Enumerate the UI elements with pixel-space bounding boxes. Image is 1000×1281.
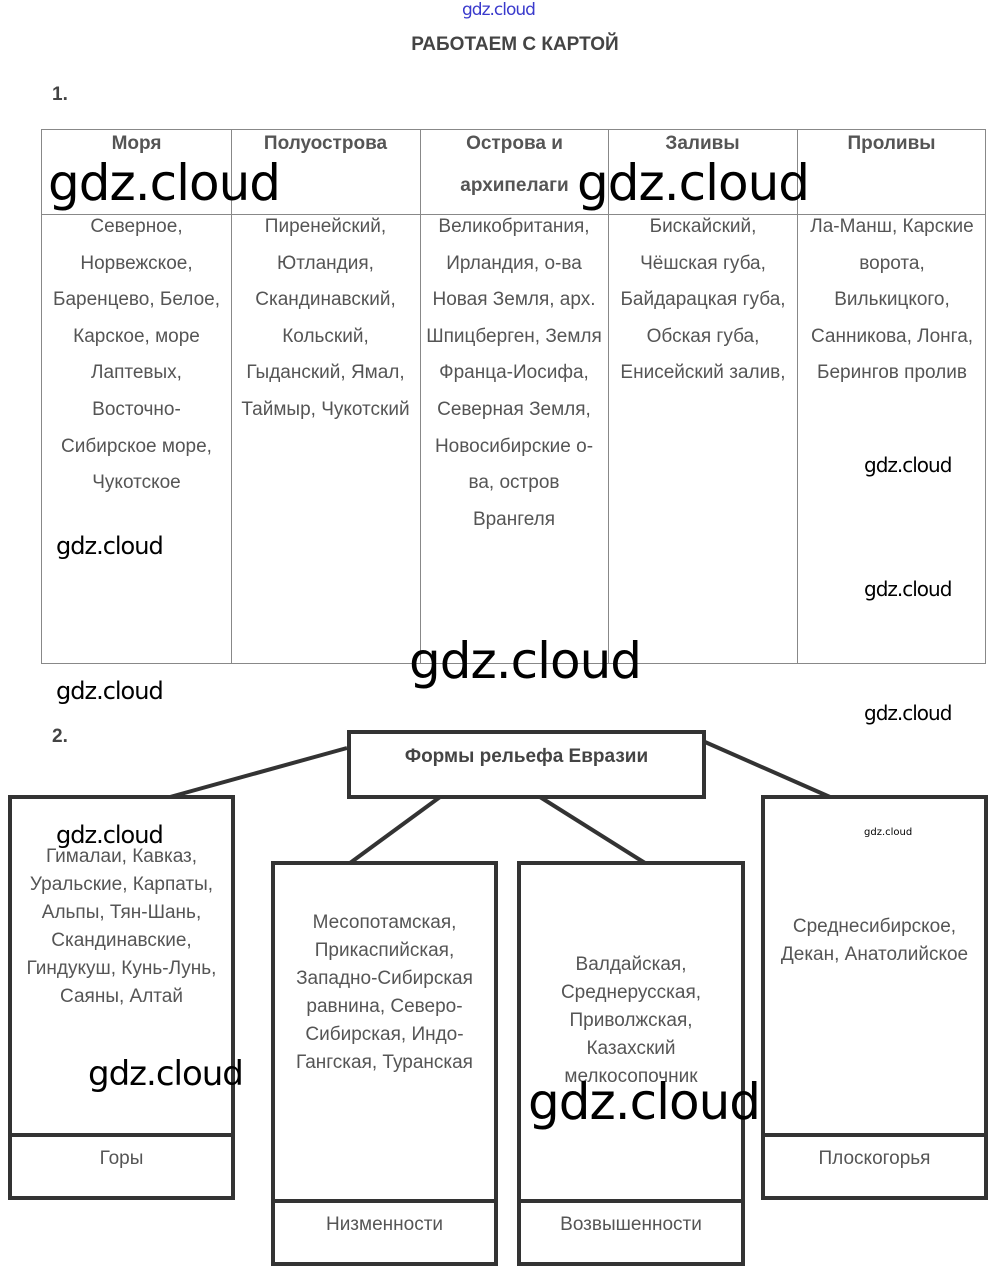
column-divider [420, 130, 421, 663]
watermark: gdz.cloud [48, 154, 281, 212]
watermark: gdz.cloud [56, 677, 164, 705]
watermark: gdz.cloud [864, 701, 952, 725]
header-straits: Проливы [847, 133, 936, 154]
root-box: Формы рельефа Евразии [347, 730, 706, 799]
box-plateaus: Среднесибирское, Декан, Анатолийское Пло… [761, 795, 988, 1200]
box-divider [765, 1133, 984, 1137]
cell-straits: Ла-Манш, Карские ворота, Вилькицкого, Са… [810, 216, 974, 384]
geography-table: Моря Полуострова Острова и архипелаги За… [41, 129, 986, 664]
watermark: gdz.cloud [528, 1073, 761, 1131]
box-divider [12, 1133, 231, 1137]
cell-islands: Великобритания, Ирландия, о-ва Новая Зем… [426, 216, 602, 530]
box-label: Возвышенности [560, 1214, 702, 1235]
column-divider [608, 130, 609, 663]
page-title: РАБОТАЕМ С КАРТОЙ [411, 34, 619, 55]
box-label: Низменности [325, 1214, 444, 1235]
box-content: Среднесибирское, Декан, Анатолийское [780, 916, 969, 965]
cell-peninsulas: Пиренейский, Ютландия, Скандинавский, Ко… [241, 216, 410, 420]
box-uplands: Валдайская, Среднерусская, Приволжская, … [517, 861, 745, 1266]
watermark: gdz.cloud [864, 827, 913, 838]
watermark: gdz.cloud [88, 1054, 244, 1094]
box-lowlands: Месопотамская, Прикаспийская, Западно-Си… [271, 861, 498, 1266]
box-divider [521, 1199, 741, 1203]
task-1-number: 1. [52, 84, 68, 105]
box-divider [275, 1199, 494, 1203]
connector-line [704, 740, 831, 799]
header-islands: Острова и архипелаги [460, 133, 569, 196]
watermark: gdz.cloud [864, 453, 952, 477]
column-divider [797, 130, 798, 663]
connector-line [348, 795, 442, 865]
box-mountains: Гималаи, Кавказ, Уральские, Карпаты, Аль… [8, 795, 235, 1200]
connector-line [538, 795, 647, 865]
cell-bays: Бискайский, Чёшская губа, Байдарацкая гу… [620, 216, 786, 384]
box-content: Месопотамская, Прикаспийская, Западно-Си… [296, 912, 473, 1073]
box-content: Гималаи, Кавказ, Уральские, Карпаты, Аль… [26, 846, 217, 1007]
box-content: Валдайская, Среднерусская, Приволжская, … [560, 954, 702, 1087]
column-divider [231, 130, 232, 663]
box-label: Горы [99, 1148, 144, 1169]
watermark: gdz.cloud [864, 577, 952, 601]
task-2-number: 2. [52, 726, 68, 747]
watermark: gdz.cloud [56, 532, 164, 560]
header-bays: Заливы [665, 133, 740, 154]
connector-line [169, 746, 348, 799]
header-divider [42, 214, 985, 215]
watermark: gdz.cloud [56, 821, 164, 849]
watermark: gdz.cloud [409, 632, 642, 690]
cell-seas: Северное, Норвежское, Баренцево, Белое, … [52, 216, 221, 494]
watermark-top: gdz.cloud [462, 0, 536, 20]
header-peninsulas: Полуострова [263, 133, 388, 154]
root-label: Формы рельефа Евразии [404, 746, 649, 767]
watermark: gdz.cloud [577, 154, 810, 212]
box-label: Плоскогорья [818, 1148, 931, 1169]
header-seas: Моря [111, 133, 162, 154]
